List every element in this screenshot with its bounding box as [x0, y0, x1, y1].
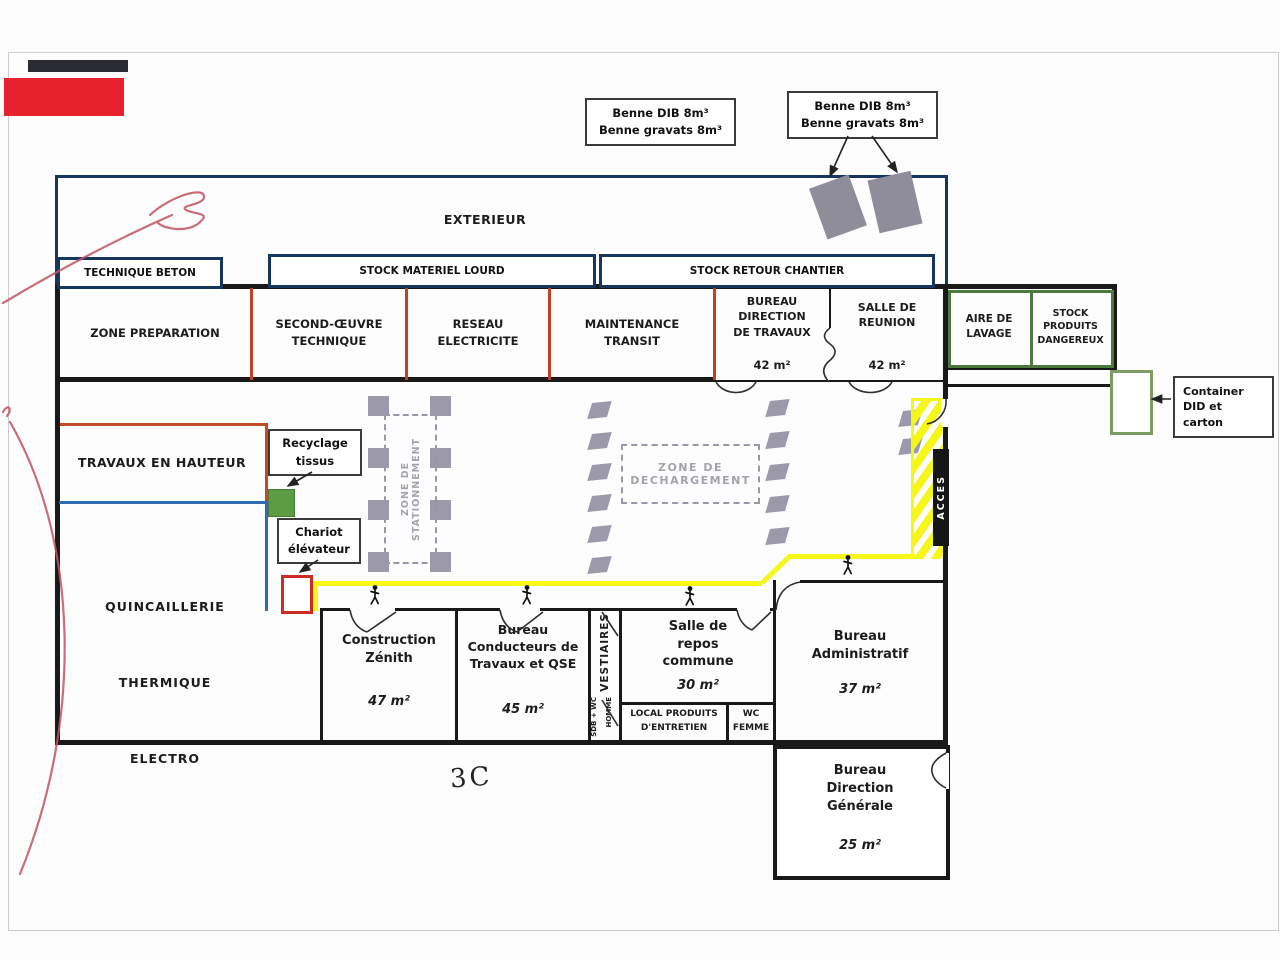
room-bureau-conducteurs-area: 45 m² [502, 702, 544, 717]
room-bureau-direction-travaux: BUREAU DIRECTION DE TRAVAUX [733, 295, 811, 339]
room-zone-preparation: ZONE PREPARATION [90, 326, 220, 340]
wall-row-bottom-thin [715, 380, 945, 382]
wall-right-upper [943, 288, 948, 400]
room-construction-zenith-area: 47 m² [368, 694, 410, 709]
room-salle-reunion: SALLE DE REUNION [857, 301, 917, 330]
zone-dechargement-label: ZONE DE DECHARGEMENT [621, 444, 760, 504]
wall-v [455, 608, 458, 741]
room-bureau-direction-area: 42 m² [753, 358, 791, 372]
wall-wc-div [726, 705, 729, 741]
wall-stock-bottom [945, 366, 1117, 370]
acces-label: ACCES [935, 475, 947, 520]
room-bureau-dg-box [773, 745, 950, 880]
zone-stationnement-label: ZONE DE STATIONNEMENT [399, 437, 422, 541]
divider-4 [713, 288, 716, 380]
room-travaux-box [59, 423, 268, 504]
room-stock-dangereux: STOCK PRODUITS DANGEREUX [1037, 308, 1104, 346]
parking-mark [368, 448, 389, 468]
wall-seg [320, 608, 350, 611]
room-vestiaires: VESTIAIRES [591, 610, 619, 694]
room-bureau-conducteurs: Bureau Conducteurs de Travaux et QSE [467, 622, 579, 671]
parking-mark [368, 500, 389, 520]
room-bureau-dg: Bureau Direction Générale [826, 763, 894, 815]
page-border [8, 52, 1279, 931]
room-local-produits: LOCAL PRODUITS D'ENTRETIEN [630, 709, 718, 733]
logo-red-block [4, 78, 124, 116]
zone-stock-retour-chantier: STOCK RETOUR CHANTIER [599, 254, 935, 288]
wall-row-bottom [55, 377, 715, 382]
wall-right-lower [943, 427, 948, 745]
zone-stock-materiel-lourd: STOCK MATERIEL LOURD [268, 254, 596, 288]
room-salle-repos-area: 30 m² [677, 678, 719, 693]
logo-black-bar [28, 60, 128, 72]
room-homme: HOMME [605, 697, 619, 739]
wall-v [773, 580, 776, 741]
callout-benne-right: Benne DIB 8m³ Benne gravats 8m³ [787, 91, 938, 139]
wall-bottom [55, 740, 948, 745]
exterior-label: EXTERIEUR [443, 212, 527, 227]
walkway-h2 [788, 554, 915, 559]
blue-line-h [59, 501, 268, 504]
handwritten-note: 3C [449, 761, 494, 795]
wall-salle-bottom [619, 702, 776, 705]
callout-chariot: Chariot élévateur [277, 518, 361, 564]
wall-corridor [948, 384, 1114, 387]
divider-2 [405, 288, 408, 380]
container-did-marker [1110, 370, 1153, 435]
callout-recyclage: Recyclage tissus [268, 429, 362, 476]
wall-admin-top [800, 580, 946, 583]
quincaillerie-line3: ELECTRO [130, 751, 200, 766]
room-wc-femme: WC FEMME [732, 709, 770, 733]
vestiaires-label: VESTIAIRES [599, 612, 611, 692]
wall-seg [395, 608, 500, 611]
wall-far-right [1112, 284, 1117, 372]
room-construction-zenith: Construction Zénith [342, 633, 436, 667]
blue-line-v [265, 501, 268, 611]
room-stock-dangereux-box [1030, 290, 1114, 368]
callout-container: Container DID et carton [1173, 376, 1274, 438]
room-quincaillerie: QUINCAILLERIE THERMIQUE ELECTRO [65, 588, 265, 778]
wall-v [588, 608, 591, 741]
callout-benne-left: Benne DIB 8m³ Benne gravats 8m³ [585, 98, 736, 146]
wall-v [320, 608, 323, 741]
homme-label: HOMME [605, 697, 613, 728]
room-aire-lavage: AIRE DE LAVAGE [965, 313, 1013, 340]
walkway-v1 [313, 581, 318, 611]
zone-technique-beton: TECHNIQUE BETON [57, 257, 223, 289]
parking-mark [368, 552, 389, 572]
wall-v [619, 608, 622, 741]
divider-3 [548, 288, 551, 380]
room-bureau-dg-area: 25 m² [839, 838, 881, 853]
room-second-oeuvre: SECOND-ŒUVRE TECHNIQUE [275, 316, 383, 348]
room-salle-repos: Salle de repos commune [662, 619, 734, 670]
walkway-h1 [313, 581, 762, 586]
sdb-wc-label: SDB + WC [590, 697, 598, 737]
room-salle-reunion-area: 42 m² [868, 358, 906, 372]
parking-mark [368, 396, 389, 416]
parking-mark [430, 396, 451, 416]
room-travaux-hauteur: TRAVAUX EN HAUTEUR [77, 454, 247, 470]
acces-strip: ACCES [933, 449, 949, 546]
wall-seg [540, 608, 737, 611]
room-reseau-electricite: RESEAU ELECTRICITE [437, 316, 519, 348]
divider-1 [250, 288, 253, 380]
room-bureau-admin-area: 37 m² [839, 682, 881, 697]
quincaillerie-line2: THERMIQUE [118, 675, 212, 690]
zone-stationnement-box: ZONE DE STATIONNEMENT [384, 414, 437, 564]
recyclage-marker [268, 489, 295, 517]
divider-bureau-salle [829, 288, 831, 328]
quincaillerie-line1: QUINCAILLERIE [105, 599, 225, 614]
room-bureau-admin: Bureau Administratif [811, 629, 909, 663]
room-maintenance-transit: MAINTENANCE TRANSIT [584, 316, 680, 348]
chariot-marker [281, 575, 313, 614]
room-sdb-wc: SDB + WC [590, 697, 604, 739]
